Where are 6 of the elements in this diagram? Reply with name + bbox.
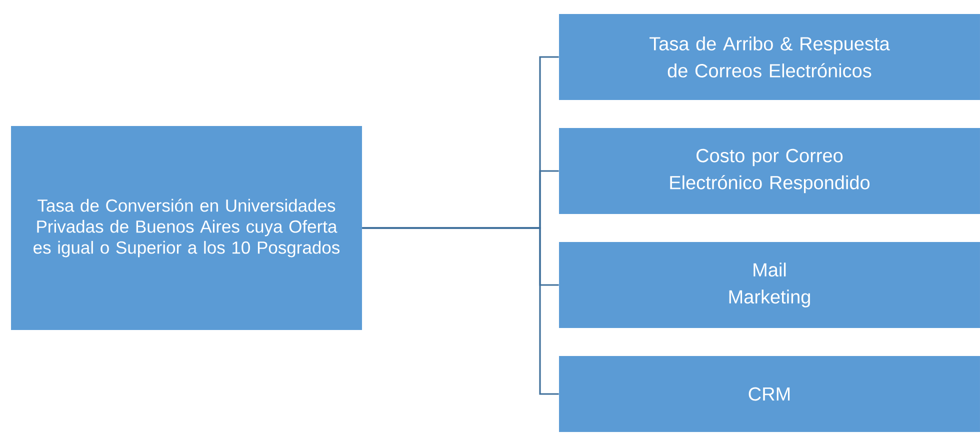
title-box: Tasa de Conversión en Universidades Privadas de Buenos Aires cuya Oferta es igual o Superior a los 10 Posgrados	[11, 126, 362, 330]
metric-box: Mail Marketing	[559, 242, 980, 328]
metric-box: CRM	[559, 356, 980, 432]
metric-box: Costo por Correo Electrónico Respondido	[559, 128, 980, 214]
connector	[362, 227, 559, 395]
metric-box: Tasa de Arribo & Respuesta de Correos Electrónicos	[559, 14, 980, 100]
